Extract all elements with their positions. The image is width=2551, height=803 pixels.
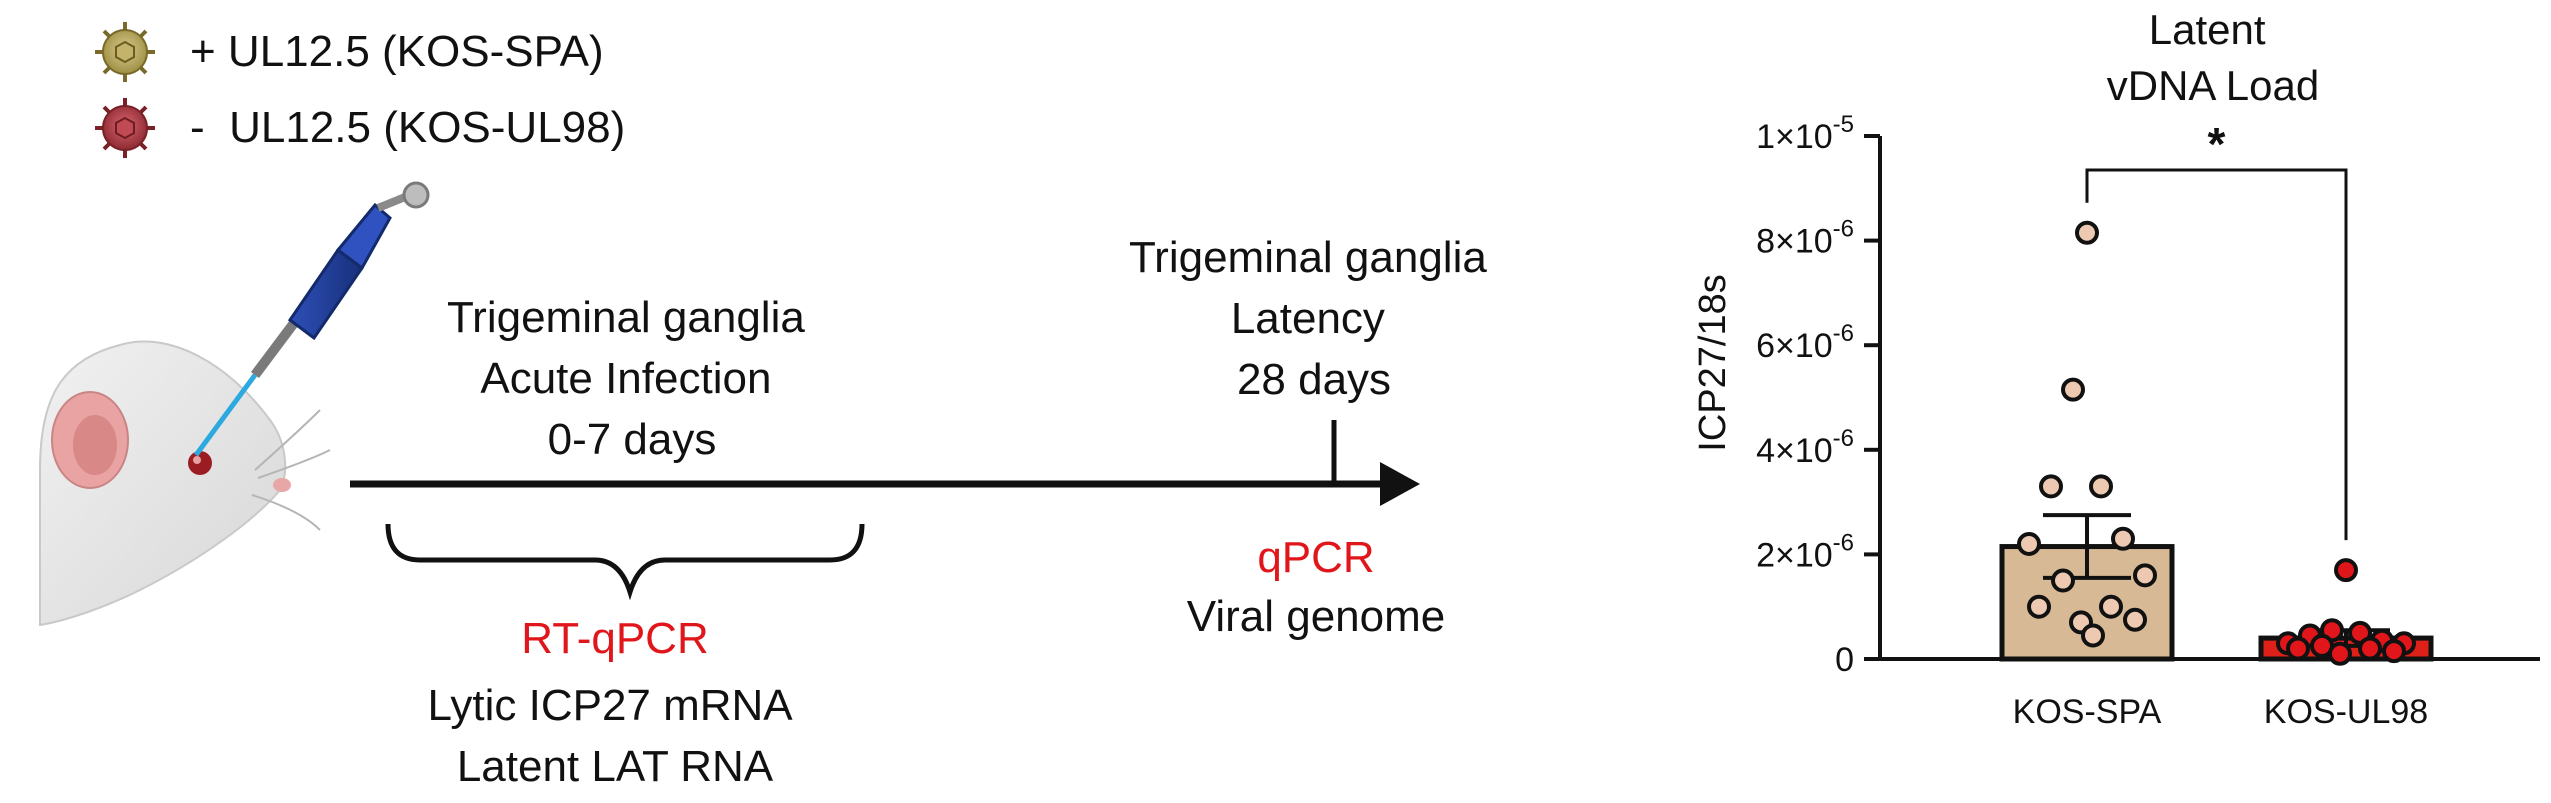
pipette-icon [193, 181, 430, 457]
rtqpcr-line-1: Lytic ICP27 mRNA [428, 681, 794, 730]
data-point [2061, 377, 2085, 402]
virus-icon-kos-ul98 [95, 98, 155, 158]
latency-line-3: 28 days [1237, 355, 1391, 404]
data-point [2089, 474, 2113, 499]
data-point [2039, 474, 2063, 499]
y-tick-label: 8×10-6 [1756, 216, 1854, 261]
latency-line-1: Trigeminal ganglia [1129, 233, 1487, 282]
timeline-arrowhead [1380, 462, 1420, 506]
timeline: Trigeminal ganglia Acute Infection 0-7 d… [350, 233, 1499, 791]
data-point [2328, 641, 2352, 666]
chart-title-line-1: Latent [2149, 6, 2266, 53]
data-point [2081, 623, 2105, 648]
mouse-illustration [39, 340, 331, 627]
y-tick-label-base: 8×10 [1756, 223, 1833, 261]
latency-line-2: Latency [1231, 294, 1385, 343]
data-point [2017, 531, 2041, 556]
latency-label: Trigeminal ganglia Latency 28 days [1129, 233, 1499, 404]
y-tick-label: 0 [1835, 641, 1854, 679]
y-tick-label-exponent: -6 [1833, 529, 1854, 556]
y-tick-label-exponent: -6 [1833, 425, 1854, 452]
y-tick-label: 2×10-6 [1756, 529, 1854, 574]
legend-label-kos-spa: + UL12.5 (KOS-SPA) [190, 27, 604, 76]
y-tick-label-base: 1×10 [1756, 118, 1833, 156]
y-tick-label-exponent: -6 [1833, 320, 1854, 347]
x-tick-label-kos-ul98: KOS-UL98 [2264, 693, 2428, 731]
y-tick-label: 4×10-6 [1756, 425, 1854, 470]
significance-marker: * [2208, 118, 2226, 170]
y-tick-label-base: 0 [1835, 641, 1854, 679]
data-point [2027, 594, 2051, 619]
data-point [2334, 558, 2358, 583]
virus-icon-kos-spa [95, 22, 155, 82]
acute-line-3: 0-7 days [548, 415, 717, 464]
rtqpcr-line-2: Latent LAT RNA [457, 742, 774, 791]
qpcr-line-1: Viral genome [1187, 592, 1445, 641]
acute-label: Trigeminal ganglia Acute Infection 0-7 d… [447, 293, 817, 464]
latent-vdna-chart: Latent vDNA Load ICP27/18s 02×10-64×10-6… [1692, 6, 2540, 731]
data-point [2099, 594, 2123, 619]
data-point [2133, 563, 2157, 588]
legend-label-kos-ul98: - UL12.5 (KOS-UL98) [190, 103, 625, 152]
acute-line-2: Acute Infection [480, 354, 771, 403]
data-point [2358, 636, 2382, 661]
y-tick-label-base: 6×10 [1756, 327, 1833, 365]
data-point [2123, 607, 2147, 632]
data-point [2382, 639, 2406, 664]
y-tick-label-exponent: -6 [1833, 216, 1854, 243]
legend: + UL12.5 (KOS-SPA) - UL12.5 (KOS-UL98) [95, 22, 625, 158]
data-point [2051, 568, 2075, 593]
acute-brace [385, 523, 865, 601]
chart-title-line-2: vDNA Load [2107, 62, 2319, 109]
chart-title: Latent vDNA Load [2107, 6, 2319, 109]
y-tick-label: 1×10-5 [1756, 111, 1854, 156]
y-tick-label: 6×10-6 [1756, 320, 1854, 365]
y-axis-label: ICP27/18s [1692, 274, 1734, 451]
rtqpcr-title: RT-qPCR [521, 614, 708, 663]
y-tick-label-exponent: -5 [1833, 111, 1854, 138]
data-point [2075, 220, 2099, 245]
data-point [2286, 636, 2310, 661]
qpcr-title: qPCR [1257, 533, 1374, 582]
rtqpcr-lines: Lytic ICP27 mRNA Latent LAT RNA [428, 681, 803, 791]
x-tick-label-kos-spa: KOS-SPA [2013, 693, 2162, 731]
acute-line-1: Trigeminal ganglia [447, 293, 805, 342]
significance-bracket [2085, 168, 2348, 541]
y-tick-label-base: 4×10 [1756, 432, 1833, 470]
y-tick-label-base: 2×10 [1756, 536, 1833, 574]
data-point [2111, 526, 2135, 551]
